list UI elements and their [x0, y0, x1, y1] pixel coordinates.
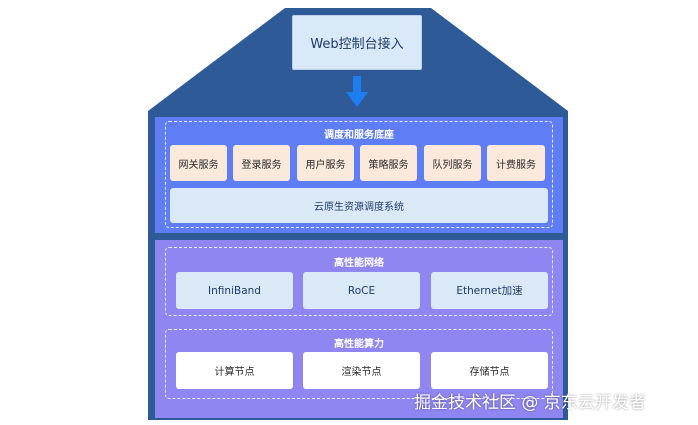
storage-node: 存储节点 — [431, 352, 548, 389]
scheduling-dashed-frame — [165, 121, 553, 228]
web-console-entry-label: Web控制台接入 — [310, 37, 404, 52]
network-infiniband: InfiniBand — [176, 272, 293, 309]
down-arrow-icon — [346, 76, 368, 107]
compute-dashed-frame — [165, 329, 553, 399]
compute-node: 计算节点 — [176, 352, 293, 389]
network-roce: RoCE — [303, 272, 420, 309]
service-gateway: 网关服务 — [170, 145, 227, 181]
web-console-entry-box: Web控制台接入 — [292, 15, 422, 70]
network-title: 高性能网络 — [334, 258, 384, 269]
compute-title: 高性能算力 — [334, 339, 384, 350]
network-ethernet-accel: Ethernet加速 — [431, 272, 548, 309]
service-billing: 计费服务 — [487, 145, 545, 181]
render-node: 渲染节点 — [303, 352, 420, 389]
scheduling-title: 调度和服务底座 — [324, 130, 394, 141]
service-queue: 队列服务 — [424, 145, 481, 181]
service-login: 登录服务 — [233, 145, 290, 181]
watermark-text: 掘金技术社区 @ 京东云开发者 — [414, 393, 646, 413]
service-user: 用户服务 — [297, 145, 354, 181]
network-dashed-frame — [165, 247, 553, 316]
cloud-native-scheduling-system: 云原生资源调度系统 — [170, 188, 548, 223]
service-strategy: 策略服务 — [360, 145, 417, 181]
